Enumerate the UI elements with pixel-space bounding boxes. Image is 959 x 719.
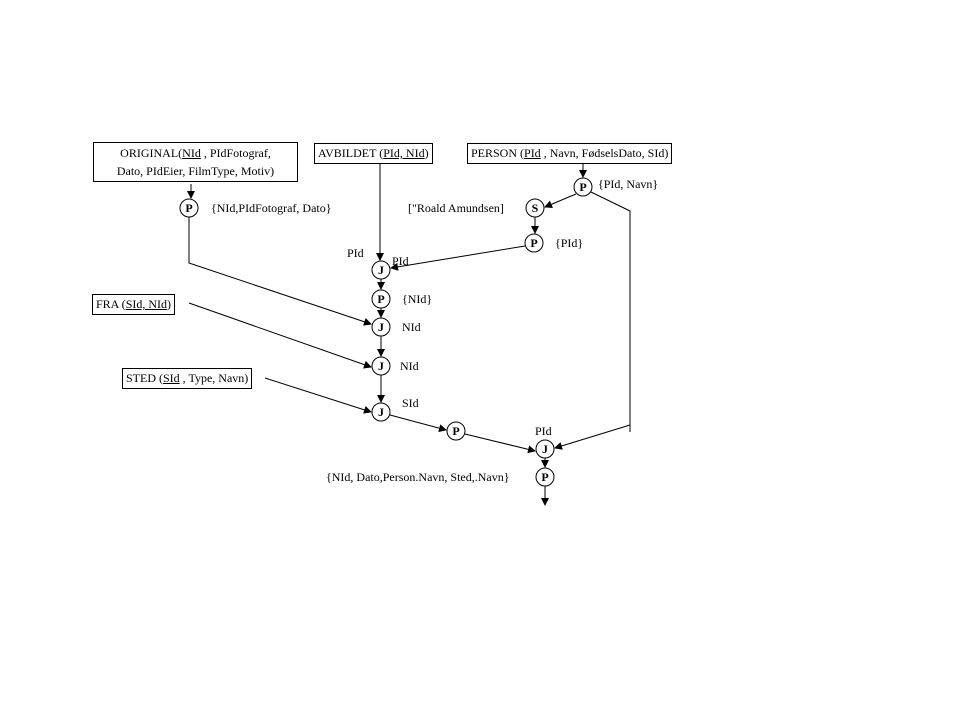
- op-p: P: [452, 424, 459, 438]
- join-node-1: [371, 260, 391, 280]
- project-node-nid: [371, 289, 391, 309]
- edge-pp-s: [544, 193, 577, 208]
- relation-name: ORIGINAL(: [120, 146, 183, 160]
- edge-p4-j5: [464, 433, 536, 454]
- op-j: J: [378, 405, 384, 419]
- edge-pp-j5-line: [590, 191, 631, 432]
- op-p: P: [541, 470, 548, 484]
- op-p: P: [185, 201, 192, 215]
- attributes: , PIdFotograf,: [200, 146, 271, 160]
- project-node-pid: [524, 233, 544, 253]
- op-j: J: [378, 359, 384, 373]
- join-node-3: [371, 356, 391, 376]
- label-p-nid: {NId}: [402, 292, 433, 306]
- edge-fra-j3: [188, 302, 372, 369]
- label-join1-right: PId: [392, 254, 409, 268]
- primary-key: SId, NId: [125, 297, 168, 311]
- join-node-2: [371, 317, 391, 337]
- label-join5: PId: [535, 424, 552, 438]
- label-join1-left: PId: [347, 246, 364, 260]
- label-join2: NId: [402, 320, 421, 334]
- label-join4: SId: [402, 396, 419, 410]
- label-select-condition: ["Roald Amundsen]: [408, 201, 504, 215]
- relation-name: PERSON (: [471, 146, 525, 160]
- label-join3: NId: [400, 359, 419, 373]
- relation-original: ORIGINAL(NId , PIdFotograf, Dato, PIdEie…: [93, 142, 298, 182]
- relation-name: AVBILDET (: [318, 146, 384, 160]
- label-p-person: {PId, Navn}: [598, 177, 659, 191]
- edge-j4-p4: [389, 414, 447, 433]
- attributes: , Type, Navn): [179, 371, 249, 385]
- project-node-original: [179, 198, 199, 218]
- attributes: Dato, PIdEier, FilmType, Motiv): [116, 164, 275, 178]
- primary-key: NId: [182, 146, 201, 160]
- relation-name: STED (: [126, 371, 163, 385]
- edge-p1-j2: [188, 217, 372, 326]
- attributes: , Navn, FødselsDato, SId): [540, 146, 669, 160]
- op-p: P: [530, 236, 537, 250]
- op-p: P: [579, 180, 586, 194]
- join-node-5: [535, 439, 555, 459]
- project-node-person: [573, 177, 593, 197]
- primary-key: PId, NId: [383, 146, 425, 160]
- primary-key: PId: [524, 146, 541, 160]
- project-node-4: [446, 421, 466, 441]
- relation-avbildet: AVBILDET (PId, NId): [314, 143, 433, 164]
- op-p: P: [377, 292, 384, 306]
- edge-pp-j5: [554, 424, 631, 450]
- relation-sted: STED (SId , Type, Navn): [122, 368, 253, 389]
- label-p-final: {NId, Dato,Person.Navn, Sted,.Navn}: [326, 470, 510, 484]
- relation-fra: FRA (SId, NId): [92, 294, 176, 315]
- project-node-final: [535, 467, 555, 487]
- edge-sted-j4: [264, 377, 372, 414]
- op-s: S: [532, 201, 539, 215]
- attributes: ): [167, 297, 172, 311]
- edge-p2-j1: [390, 245, 526, 271]
- primary-key: SId: [163, 371, 180, 385]
- attributes: ): [424, 146, 429, 160]
- join-node-4: [371, 402, 391, 422]
- label-p-pid: {PId}: [555, 236, 584, 250]
- select-node: [525, 198, 545, 218]
- label-p-original: {NId,PIdFotograf, Dato}: [211, 201, 332, 215]
- op-j: J: [542, 442, 548, 456]
- op-j: J: [378, 320, 384, 334]
- op-j: J: [378, 263, 384, 277]
- relation-name: FRA (: [96, 297, 126, 311]
- relation-person: PERSON (PId , Navn, FødselsDato, SId): [467, 143, 673, 164]
